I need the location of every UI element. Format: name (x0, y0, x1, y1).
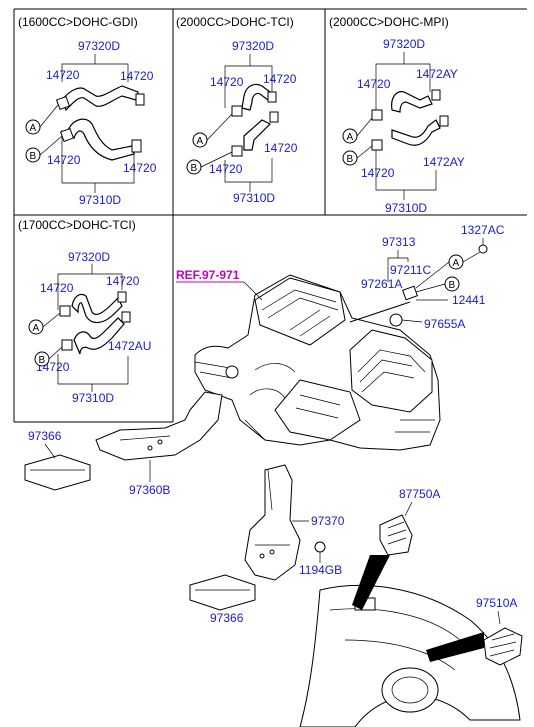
part-97370-label[interactable]: 97370 (311, 514, 345, 528)
part-97366-bot-label[interactable]: 97366 (210, 611, 244, 625)
group-2000-mpi-clamp-tl-label[interactable]: 14720 (357, 77, 391, 91)
grille-97510A: 97510A (426, 596, 523, 666)
group-1700-circle-a: A (33, 323, 40, 334)
part-97366-top-label[interactable]: 97366 (28, 429, 62, 443)
group-1700-top-hose-label[interactable]: 97320D (68, 250, 110, 264)
group-1600-circle-a: A (30, 123, 37, 134)
part-97510A-label[interactable]: 97510A (476, 596, 517, 610)
group-1600-header: (1600CC>DOHC-GDI) (18, 15, 138, 29)
group-2000-tci-circle-b: B (191, 163, 198, 174)
group-1600-bottom-hose-label[interactable]: 97310D (79, 193, 121, 207)
group-1700-clamp-tr-label[interactable]: 14720 (106, 274, 140, 288)
group-1700-bottom-hose-label[interactable]: 97310D (72, 391, 114, 405)
group-2000-mpi-header: (2000CC>DOHC-MPI) (329, 15, 449, 29)
group-2000-mpi-bottom-hose-label[interactable]: 97310D (385, 201, 427, 215)
part-97261A-label[interactable]: 97261A (361, 277, 402, 291)
group-1600-hoses: 97320D 14720 14720 14720 14720 97310D A … (25, 39, 157, 207)
group-2000-mpi-top-hose-label[interactable]: 97320D (383, 37, 425, 51)
group-2000-tci-header: (2000CC>DOHC-TCI) (176, 15, 294, 29)
group-2000-tci-top-hose-label[interactable]: 97320D (232, 39, 274, 53)
vehicle-body (299, 584, 521, 727)
left-duct: 97366 97360B (24, 391, 223, 497)
group-2000-tci-clamp-tr-label[interactable]: 14720 (263, 72, 297, 86)
group-1600-circle-b: B (30, 151, 37, 162)
group-1600-clamp-bl-label[interactable]: 14720 (47, 153, 81, 167)
part-87750A-label[interactable]: 87750A (399, 487, 440, 501)
part-97211C-label[interactable]: 97211C (390, 263, 431, 277)
group-2000-tci-circle-a: A (197, 136, 204, 147)
group-1700-header: (1700CC>DOHC-TCI) (18, 218, 136, 232)
group-2000-mpi-clamp-br-label[interactable]: 1472AY (423, 155, 465, 169)
group-2000-tci-hoses: 97320D 14720 14720 14720 14720 97310D A … (186, 39, 298, 205)
lower-duct: 97370 1194GB 97366 (189, 464, 345, 625)
group-2000-mpi-hoses: 97320D 14720 1472AY 14720 1472AY 97310D … (342, 37, 465, 215)
group-1700-clamp-tl-label[interactable]: 14720 (40, 281, 74, 295)
group-2000-mpi-circle-a: A (347, 132, 354, 143)
group-1600-top-hose-label[interactable]: 97320D (78, 39, 120, 53)
right-circle-a: A (453, 258, 460, 269)
group-2000-tci-clamp-tl-label[interactable]: 14720 (210, 75, 244, 89)
part-1194GB-label[interactable]: 1194GB (299, 563, 342, 577)
part-97313-label[interactable]: 97313 (382, 235, 416, 249)
part-12441-label[interactable]: 12441 (452, 293, 486, 307)
group-1600-clamp-br-label[interactable]: 14720 (123, 161, 157, 175)
part-97360B-label[interactable]: 97360B (129, 483, 170, 497)
group-1700-circle-b: B (39, 355, 46, 366)
group-2000-mpi-clamp-bl-label[interactable]: 14720 (361, 166, 395, 180)
group-1700-hoses: 97320D 14720 14720 14720 1472AU 97310D A… (28, 250, 151, 405)
group-2000-mpi-clamp-tr-label[interactable]: 1472AY (416, 67, 458, 81)
part-1327AC-label[interactable]: 1327AC (461, 223, 505, 237)
heater-unit (194, 274, 441, 451)
group-1600-clamp-tl-label[interactable]: 14720 (46, 68, 80, 82)
group-2000-tci-clamp-br-label[interactable]: 14720 (264, 141, 298, 155)
right-circle-b: B (449, 280, 456, 291)
group-1700-clamp-br-label[interactable]: 1472AU (108, 339, 151, 353)
ref-label[interactable]: REF.97-971 (176, 268, 240, 282)
group-1600-clamp-tr-label[interactable]: 14720 (120, 69, 154, 83)
frame-lines (13, 8, 527, 423)
group-2000-tci-clamp-bl-label[interactable]: 14720 (209, 162, 243, 176)
right-parts: 97313 1327AC 97211C 97261A 12441 97655A … (349, 223, 505, 331)
part-97655A-label[interactable]: 97655A (424, 317, 465, 331)
group-2000-mpi-circle-b: B (347, 154, 354, 165)
group-2000-tci-bottom-hose-label[interactable]: 97310D (233, 191, 275, 205)
grille-87750A: 87750A (352, 487, 440, 610)
